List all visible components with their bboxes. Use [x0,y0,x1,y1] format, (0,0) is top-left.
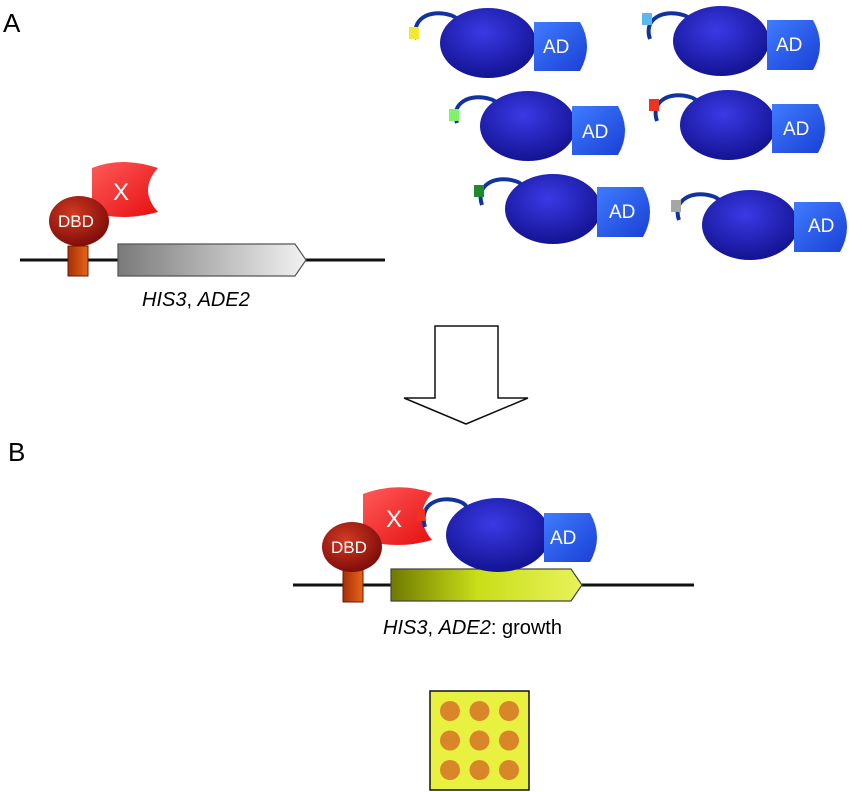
prey-tag [642,13,652,25]
panel-label-b: B [8,437,25,467]
bait-x-label: X [113,179,129,206]
prey-tag [474,185,484,197]
dbd-label: DBD [331,538,367,557]
yeast-colony [469,701,490,721]
growth-suffix: : growth [491,617,562,639]
ad-label: AD [808,216,834,237]
gene-his3: HIS3 [142,289,186,311]
yeast-colony [440,760,460,780]
ad-label: AD [543,37,569,58]
prey-library: AD AD AD AD [409,6,847,260]
yeast-colony [499,730,519,751]
ad-label: AD [776,35,802,56]
prey-tag [417,509,425,521]
prey-protein: AD [642,6,820,76]
ad-label: AD [783,119,809,140]
dna-binding-site-b [342,569,364,603]
prey-protein-bound: AD [417,497,597,572]
yeast-colony [440,730,460,751]
gene-his3: HIS3 [383,617,427,639]
yeast-colony [499,701,519,721]
growth-plate [429,690,530,791]
prey-tag [409,27,419,39]
yeast-colony [440,701,460,721]
gene-separator: , [427,617,438,639]
prey-protein: AD [409,8,587,78]
prey-tag [449,109,459,121]
gene-separator: , [186,289,197,311]
prey-protein: AD [474,174,650,244]
reporter-gene-inactive [117,243,307,277]
prey-tag [649,99,659,111]
yeast-colony [469,730,490,751]
reporter-gene-active [390,568,583,602]
bait-protein-x-b: X [363,487,432,545]
prey-protein: AD [449,91,625,161]
colony-grid [440,701,519,780]
yeast-colony [469,760,490,780]
dbd-a: DBD [49,196,109,246]
yeast-colony [499,760,519,780]
reporter-gene-label-b: HIS3, ADE2: growth [383,617,562,639]
dbd-b: DBD [322,522,382,572]
dbd-label: DBD [58,212,94,231]
prey-tag [671,200,681,212]
gene-ade2: ADE2 [197,289,250,311]
ad-label: AD [609,202,635,223]
panel-label-a: A [3,8,21,38]
ad-label: AD [582,122,608,143]
prey-protein: AD [671,190,847,260]
bait-x-label: X [386,506,402,533]
gene-ade2: ADE2 [438,617,491,639]
prey-protein: AD [649,90,825,160]
dna-binding-site-a [67,245,89,277]
down-arrow-icon [403,325,529,425]
bait-protein-x-a: X [92,162,158,217]
ad-label: AD [550,528,576,549]
reporter-gene-label-a: HIS3, ADE2 [142,289,250,311]
